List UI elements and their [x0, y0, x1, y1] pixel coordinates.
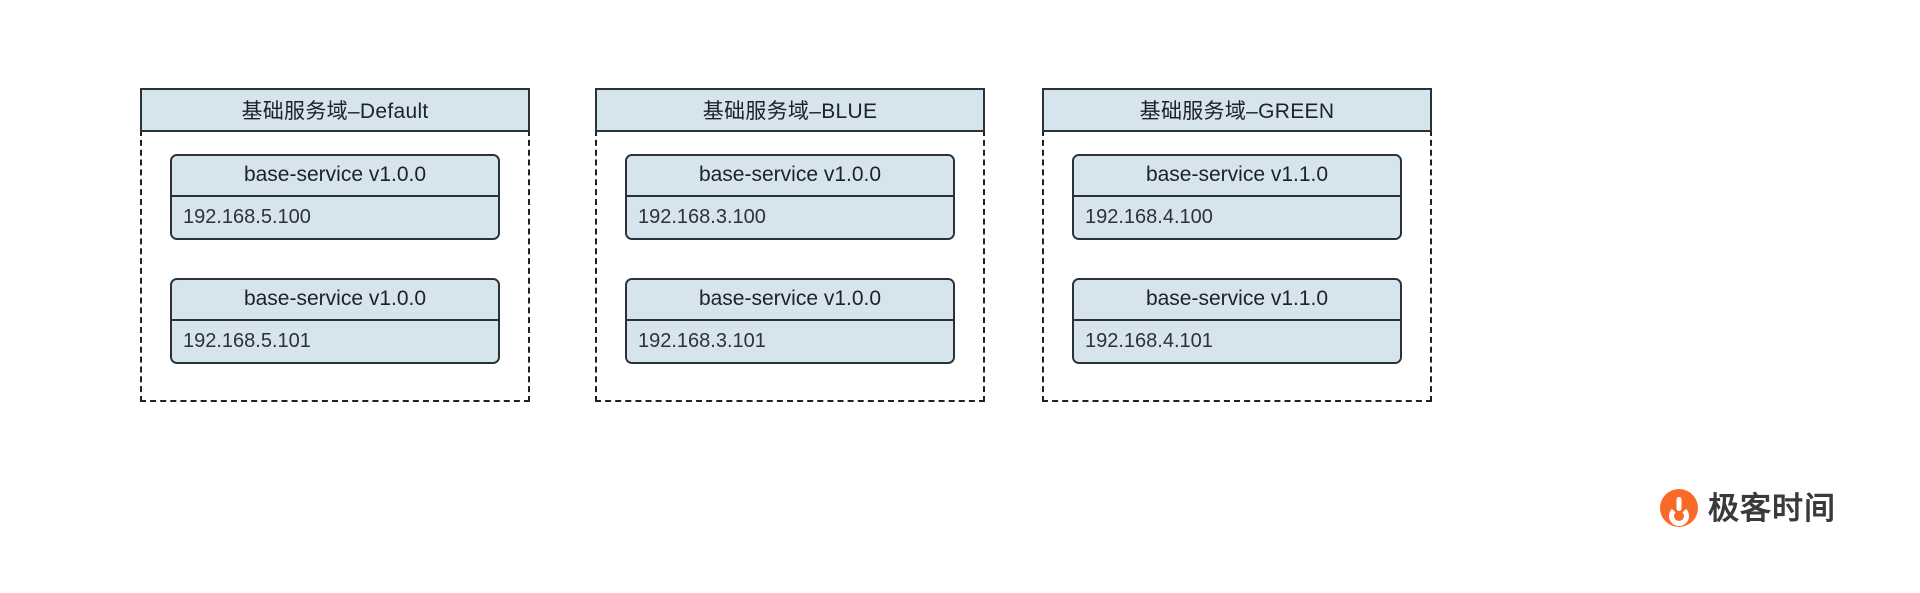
domain-group-blue: 基础服务域–BLUE base-service v1.0.0 192.168.3…: [595, 88, 985, 402]
domain-body-blue: base-service v1.0.0 192.168.3.100 base-s…: [595, 129, 985, 402]
domain-body-green: base-service v1.1.0 192.168.4.100 base-s…: [1042, 129, 1432, 402]
service-ip-label: 192.168.3.100: [627, 196, 953, 238]
watermark-label: 极客时间: [1708, 490, 1836, 526]
service-card: base-service v1.0.0 192.168.5.100: [170, 153, 500, 240]
service-card: base-service v1.1.0 192.168.4.100: [1072, 153, 1402, 240]
service-card: base-service v1.0.0 192.168.3.101: [625, 277, 955, 364]
service-name-label: base-service v1.0.0: [627, 155, 953, 197]
watermark: 极客时间: [1660, 489, 1836, 527]
service-ip-label: 192.168.5.101: [172, 320, 498, 362]
domain-group-green: 基础服务域–GREEN base-service v1.1.0 192.168.…: [1042, 88, 1432, 402]
domain-header-green: 基础服务域–GREEN: [1042, 88, 1432, 132]
service-name-label: base-service v1.1.0: [1074, 155, 1400, 197]
service-card: base-service v1.1.0 192.168.4.101: [1072, 277, 1402, 364]
service-name-label: base-service v1.0.0: [172, 279, 498, 321]
service-ip-label: 192.168.4.100: [1074, 196, 1400, 238]
geekbang-logo-icon: [1660, 489, 1698, 527]
service-name-label: base-service v1.1.0: [1074, 279, 1400, 321]
service-ip-label: 192.168.4.101: [1074, 320, 1400, 362]
service-card: base-service v1.0.0 192.168.5.101: [170, 277, 500, 364]
service-ip-label: 192.168.5.100: [172, 196, 498, 238]
service-name-label: base-service v1.0.0: [172, 155, 498, 197]
service-card: base-service v1.0.0 192.168.3.100: [625, 153, 955, 240]
domain-group-default: 基础服务域–Default base-service v1.0.0 192.16…: [140, 88, 530, 402]
service-ip-label: 192.168.3.101: [627, 320, 953, 362]
domain-header-blue: 基础服务域–BLUE: [595, 88, 985, 132]
domain-body-default: base-service v1.0.0 192.168.5.100 base-s…: [140, 129, 530, 402]
domain-header-default: 基础服务域–Default: [140, 88, 530, 132]
service-name-label: base-service v1.0.0: [627, 279, 953, 321]
